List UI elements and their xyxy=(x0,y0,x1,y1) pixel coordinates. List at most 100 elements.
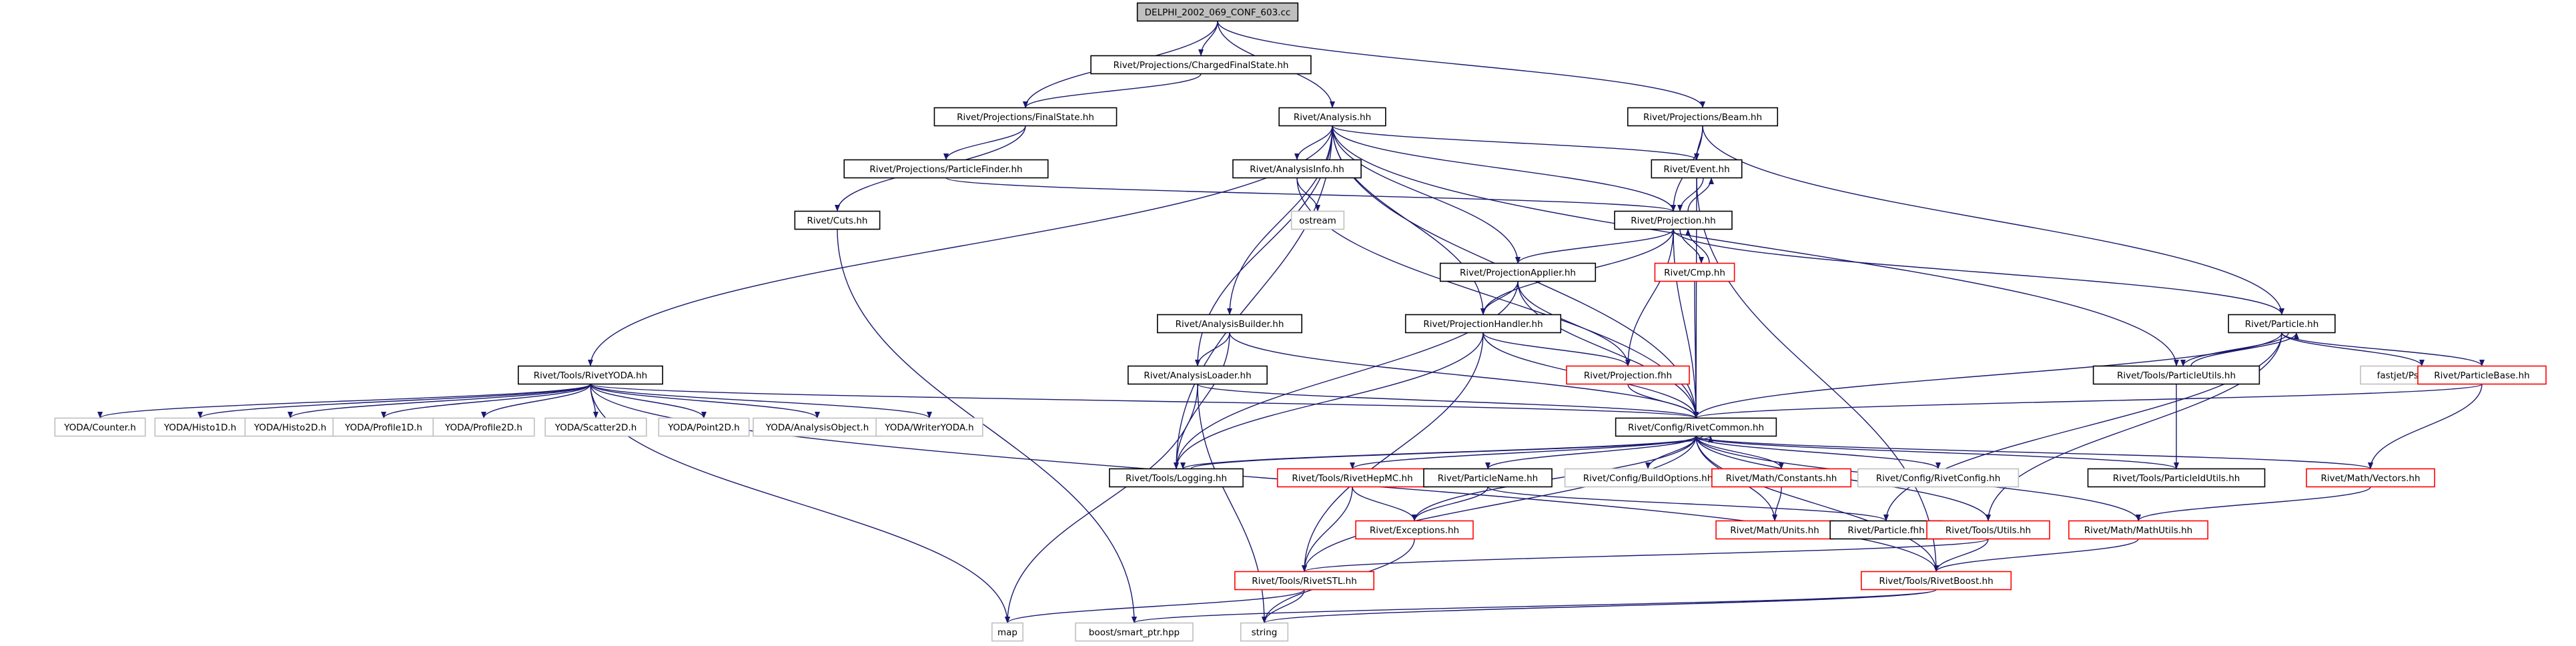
graph-node-box xyxy=(1404,314,1562,334)
graph-node-ryoda[interactable]: Rivet/Tools/RivetYODA.hh xyxy=(517,365,663,385)
graph-node-root[interactable]: DELPHI_2002_069_CONF_603.cc xyxy=(1136,2,1299,22)
edge-analysis-to-event xyxy=(1332,125,1699,161)
graph-node-pf[interactable]: Rivet/Projections/ParticleFinder.hh xyxy=(843,159,1049,179)
graph-node-pfhh[interactable]: Rivet/Particle.fhh xyxy=(1829,520,1943,540)
edge-papp-to-common xyxy=(1517,281,1699,418)
graph-node-logging[interactable]: Rivet/Tools/Logging.hh xyxy=(1109,468,1244,488)
graph-node-label: Rivet/Particle.hh xyxy=(2245,319,2319,330)
graph-node-pt2d: YODA/Point2D.h xyxy=(658,417,750,437)
graph-node-s2d: YODA/Scatter2D.h xyxy=(544,417,647,437)
graph-node-aloader[interactable]: Rivet/AnalysisLoader.hh xyxy=(1128,365,1268,385)
edge-pname-to-pfhh xyxy=(1487,486,1889,522)
graph-node-box xyxy=(1926,520,2050,540)
edge-ryoda-to-p2d xyxy=(481,384,591,418)
edge-boost-to-smartptr xyxy=(1132,589,1937,624)
graph-node-p2d: YODA/Profile2D.h xyxy=(432,417,535,437)
graph-node-label: YODA/Profile1D.h xyxy=(344,422,422,433)
graph-node-ao: YODA/AnalysisObject.h xyxy=(753,417,882,437)
graph-node-analysis[interactable]: Rivet/Analysis.hh xyxy=(1278,107,1386,127)
graph-node-hepmc[interactable]: Rivet/Tools/RivetHepMC.hh xyxy=(1276,468,1428,488)
edge-pbase-to-common xyxy=(1693,383,2483,419)
graph-node-box xyxy=(2417,365,2547,385)
graph-node-proj[interactable]: Rivet/Projection.hh xyxy=(1614,210,1733,230)
graph-node-label: Rivet/Tools/Logging.hh xyxy=(1126,473,1227,484)
edge-analysis-to-pu xyxy=(1332,125,2179,366)
edge-abuild-to-logging xyxy=(1174,332,1230,469)
graph-node-label: Rivet/Cmp.hh xyxy=(1664,268,1725,278)
edge-phandler-to-stl xyxy=(1302,332,1484,572)
graph-node-cuts[interactable]: Rivet/Cuts.hh xyxy=(794,210,881,230)
graph-node-chfs[interactable]: Rivet/Projections/ChargedFinalState.hh xyxy=(1090,55,1312,75)
edge-hepmc-to-stl xyxy=(1302,487,1353,572)
edge-pname-to-exceptions xyxy=(1412,487,1488,521)
graph-node-boost[interactable]: Rivet/Tools/RivetBoost.hh xyxy=(1860,571,2012,591)
graph-node-box xyxy=(2068,520,2208,540)
graph-node-pname[interactable]: Rivet/ParticleName.hh xyxy=(1423,468,1553,488)
graph-node-box xyxy=(1278,107,1386,127)
graph-node-ostream: ostream xyxy=(1290,210,1345,230)
graph-node-ainfo[interactable]: Rivet/AnalysisInfo.hh xyxy=(1232,159,1362,179)
graph-node-cmp[interactable]: Rivet/Cmp.hh xyxy=(1654,262,1735,282)
edge-hepmc-to-exceptions xyxy=(1352,487,1417,521)
graph-node-box xyxy=(658,417,750,437)
graph-node-vectors[interactable]: Rivet/Math/Vectors.hh xyxy=(2306,468,2435,488)
graph-node-mconst[interactable]: Rivet/Math/Constants.hh xyxy=(1711,468,1851,488)
graph-node-label: Rivet/Event.hh xyxy=(1663,164,1729,175)
graph-node-label: Rivet/Tools/ParticleIdUtils.hh xyxy=(2113,473,2240,484)
edge-common-to-stl xyxy=(1302,436,1697,572)
graph-node-event[interactable]: Rivet/Event.hh xyxy=(1651,159,1743,179)
graph-node-box xyxy=(1136,2,1299,22)
edge-aloader-to-common xyxy=(1197,383,1699,419)
graph-node-label: Rivet/Projection.fhh xyxy=(1584,370,1672,381)
graph-node-label: Rivet/Math/Constants.hh xyxy=(1726,473,1837,484)
graph-node-box xyxy=(1157,314,1303,334)
edge-mathutils-to-boost xyxy=(1934,539,2139,572)
edge-common-to-boost xyxy=(1695,436,1939,572)
edge-pf-to-proj xyxy=(945,177,1676,212)
graph-node-box xyxy=(517,365,663,385)
edge-analysis-to-papp xyxy=(1332,125,1521,264)
graph-node-beam[interactable]: Rivet/Projections/Beam.hh xyxy=(1627,107,1779,127)
graph-node-label: boost/smart_ptr.hpp xyxy=(1089,627,1180,638)
graph-node-label: Rivet/Tools/RivetSTL.hh xyxy=(1252,576,1357,587)
graph-node-label: Rivet/Projections/FinalState.hh xyxy=(957,112,1094,123)
graph-node-box xyxy=(1128,365,1268,385)
edge-phandler-to-projfhh xyxy=(1482,332,1631,366)
graph-node-box xyxy=(1075,622,1194,642)
edge-particle-to-pfhh xyxy=(1883,332,2282,521)
graph-node-box xyxy=(1423,468,1553,488)
graph-node-pbase[interactable]: Rivet/ParticleBase.hh xyxy=(2417,365,2547,385)
graph-node-box xyxy=(544,417,647,437)
edge-phandler-to-logging xyxy=(1174,332,1484,469)
graph-node-stl[interactable]: Rivet/Tools/RivetSTL.hh xyxy=(1234,571,1374,591)
graph-node-smartptr: boost/smart_ptr.hpp xyxy=(1075,622,1194,642)
graph-node-h1d: YODA/Histo1D.h xyxy=(154,417,246,437)
graph-node-label: Rivet/AnalysisInfo.hh xyxy=(1250,164,1344,175)
graph-node-pu[interactable]: Rivet/Tools/ParticleUtils.hh xyxy=(2092,365,2260,385)
graph-node-abuild[interactable]: Rivet/AnalysisBuilder.hh xyxy=(1157,314,1303,334)
graph-node-fs[interactable]: Rivet/Projections/FinalState.hh xyxy=(933,107,1118,127)
graph-node-mathutils[interactable]: Rivet/Math/MathUtils.hh xyxy=(2068,520,2208,540)
graph-node-utils[interactable]: Rivet/Tools/Utils.hh xyxy=(1926,520,2050,540)
graph-node-label: Rivet/Tools/Utils.hh xyxy=(1946,525,2031,536)
graph-node-box xyxy=(1654,262,1735,282)
graph-node-label: Rivet/ParticleBase.hh xyxy=(2434,370,2529,381)
graph-node-papp[interactable]: Rivet/ProjectionApplier.hh xyxy=(1439,262,1597,282)
graph-node-string: string xyxy=(1240,622,1289,642)
graph-node-piu[interactable]: Rivet/Tools/ParticleIdUtils.hh xyxy=(2087,468,2266,488)
edge-cmp-to-common xyxy=(1693,281,1699,418)
edge-analysis-to-ainfo xyxy=(1294,125,1333,160)
edge-projfhh-to-common xyxy=(1627,384,1699,418)
graph-node-exceptions[interactable]: Rivet/Exceptions.hh xyxy=(1355,520,1474,540)
graph-node-box xyxy=(1715,520,1834,540)
graph-node-label: string xyxy=(1252,627,1278,638)
graph-node-common[interactable]: Rivet/Config/RivetCommon.hh xyxy=(1615,417,1777,437)
graph-node-label: Rivet/Cuts.hh xyxy=(807,216,868,226)
graph-node-label: YODA/AnalysisObject.h xyxy=(765,422,869,433)
graph-node-label: Rivet/Config/RivetConfig.hh xyxy=(1876,473,2001,484)
graph-node-particle[interactable]: Rivet/Particle.hh xyxy=(2228,314,2336,334)
graph-node-munits[interactable]: Rivet/Math/Units.hh xyxy=(1715,520,1834,540)
graph-node-projfhh[interactable]: Rivet/Projection.fhh xyxy=(1566,365,1690,385)
graph-node-phandler[interactable]: Rivet/ProjectionHandler.hh xyxy=(1404,314,1562,334)
